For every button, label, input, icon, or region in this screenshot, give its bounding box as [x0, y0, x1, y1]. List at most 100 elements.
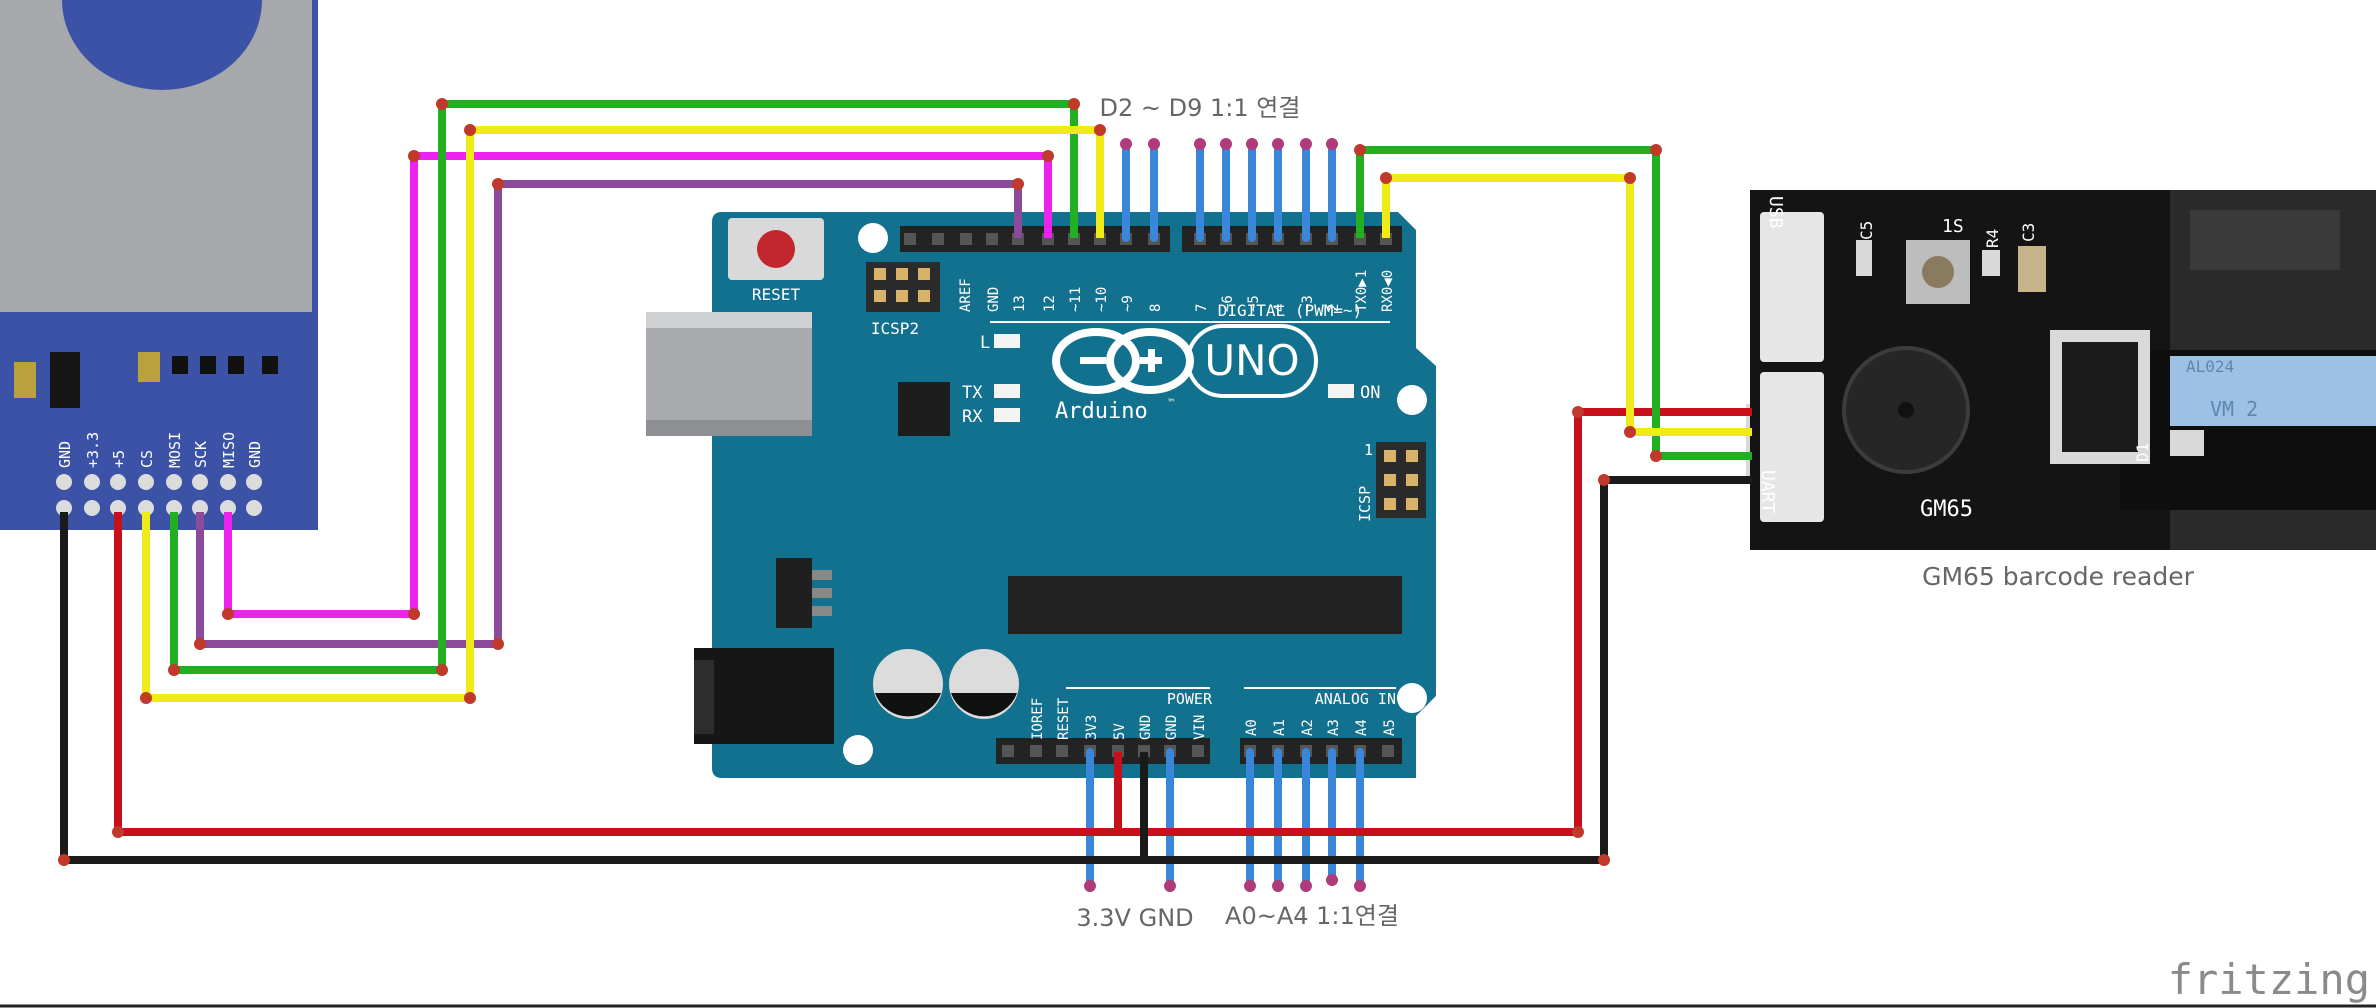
wire-end-point: [1084, 880, 1096, 892]
sd-pin-label: +5: [110, 450, 128, 468]
sd-pin-hole: [246, 500, 262, 516]
sd-component: [172, 356, 188, 374]
wire-bend-point: [1042, 150, 1054, 162]
wire-bend-point: [1572, 406, 1584, 418]
wire-bend-point: [1624, 172, 1636, 184]
power-header: [996, 738, 1210, 764]
digital-pin-label: ~3: [1300, 295, 1316, 312]
wire-end-point: [1244, 880, 1256, 892]
analog-header-label: ANALOG IN: [1315, 690, 1396, 708]
wire-bend-point: [492, 638, 504, 650]
sd-pin-label: SCK: [192, 441, 210, 468]
led-l: [994, 334, 1020, 348]
led-tx: [994, 384, 1020, 398]
sd-component: [228, 356, 244, 374]
icsp-pin: [1406, 474, 1418, 486]
uart-port: [1760, 372, 1824, 522]
icsp2-label: ICSP2: [871, 319, 919, 338]
power-note: 3.3V GND: [1076, 904, 1193, 932]
wire-end-point: [1300, 880, 1312, 892]
digital-pin-label: TX0▶1: [1354, 270, 1370, 312]
led-on-label: ON: [1360, 383, 1380, 403]
wire-bend-point: [1068, 98, 1080, 110]
sd-pin-hole: [138, 474, 154, 490]
sd-pin-label: MISO: [220, 432, 238, 468]
sd-pin-label: GND: [246, 441, 264, 468]
icsp-pin: [1406, 450, 1418, 462]
wire-bend-point: [194, 638, 206, 650]
sd-component: [138, 352, 160, 382]
wire-bend-point: [58, 854, 70, 866]
power-pin-label: GND: [1138, 715, 1154, 740]
icsp2-pin: [918, 290, 930, 302]
power-header-label: POWER: [1167, 690, 1213, 708]
usb-chip: [898, 382, 950, 436]
mounting-hole: [843, 735, 873, 765]
reset-label: RESET: [752, 285, 801, 304]
wire-end-point: [1246, 138, 1258, 150]
wire-bend-point: [1012, 178, 1024, 190]
digital-pin-label: 12: [1042, 295, 1058, 312]
icsp-label: ICSP: [1356, 486, 1374, 522]
header-hole: [1382, 745, 1394, 757]
analog-pin-label: A4: [1354, 719, 1370, 736]
icsp-pin: [1384, 474, 1396, 486]
gm65-usb-label: USB: [1765, 196, 1786, 229]
digital-pin-label: ~6: [1220, 295, 1236, 312]
mounting-hole: [1397, 385, 1427, 415]
wire-bend-point: [140, 692, 152, 704]
digital-pin-label: ~11: [1068, 287, 1084, 312]
trademark: ™: [1168, 398, 1174, 409]
header-hole: [932, 233, 944, 245]
wire-bend-point: [1354, 144, 1366, 156]
gm65-barcode-reader: USB 1S C5 R4 C3 D1 UART GM65 AL024 VM 2: [1746, 190, 2376, 550]
gm65-c3-label: C3: [2019, 223, 2038, 242]
digital-pin-label: ~5: [1246, 295, 1262, 312]
wire-end-point: [1326, 874, 1338, 886]
sd-component: [14, 362, 36, 398]
wire-bend-point: [112, 826, 124, 838]
sd-slot-notch: [62, 0, 262, 90]
icsp2-pin: [918, 268, 930, 280]
wire-bend-point: [436, 664, 448, 676]
header-hole: [1056, 745, 1068, 757]
gm65-model-label: GM65: [1920, 497, 1973, 522]
wire-bend-point: [222, 608, 234, 620]
wire-end-point: [1164, 880, 1176, 892]
wire-end-point: [1272, 880, 1284, 892]
sd-component: [262, 356, 278, 374]
sd-pin-label: CS: [138, 450, 156, 468]
digital-pin-label: ~10: [1094, 287, 1110, 312]
icsp-header: [1376, 442, 1426, 518]
power-pin-label: 5V: [1112, 723, 1128, 740]
wire-end-point: [1120, 138, 1132, 150]
digital-pin-label: GND: [986, 287, 1002, 312]
led-rx-label: RX: [962, 407, 983, 427]
wire-bend-point: [464, 692, 476, 704]
fritzing-logo: fritzing: [2168, 955, 2370, 1004]
reset-button-cap[interactable]: [757, 230, 795, 268]
wire-end-point: [1354, 880, 1366, 892]
digital-pin-label: 7: [1194, 304, 1210, 312]
analog-header: [1240, 738, 1402, 764]
arduino-pcb: [712, 212, 1436, 778]
wire-bend-point: [464, 124, 476, 136]
microcontroller: [1008, 576, 1402, 634]
digital-header-right: [1182, 226, 1402, 252]
analog-note: A0~A4 1:1연결: [1225, 902, 1399, 930]
wire-bend-point: [1650, 450, 1662, 462]
analog-pin-label: A3: [1326, 719, 1342, 736]
ribbon-cable: [2170, 356, 2376, 426]
digital-pin-label: 13: [1012, 295, 1028, 312]
wire-yellow-rx: [1382, 174, 1752, 436]
sd-pin-hole: [166, 474, 182, 490]
icsp2-pin: [874, 290, 886, 302]
dc-power-jack: [694, 648, 834, 744]
power-pin-label: IOREF: [1030, 698, 1046, 740]
